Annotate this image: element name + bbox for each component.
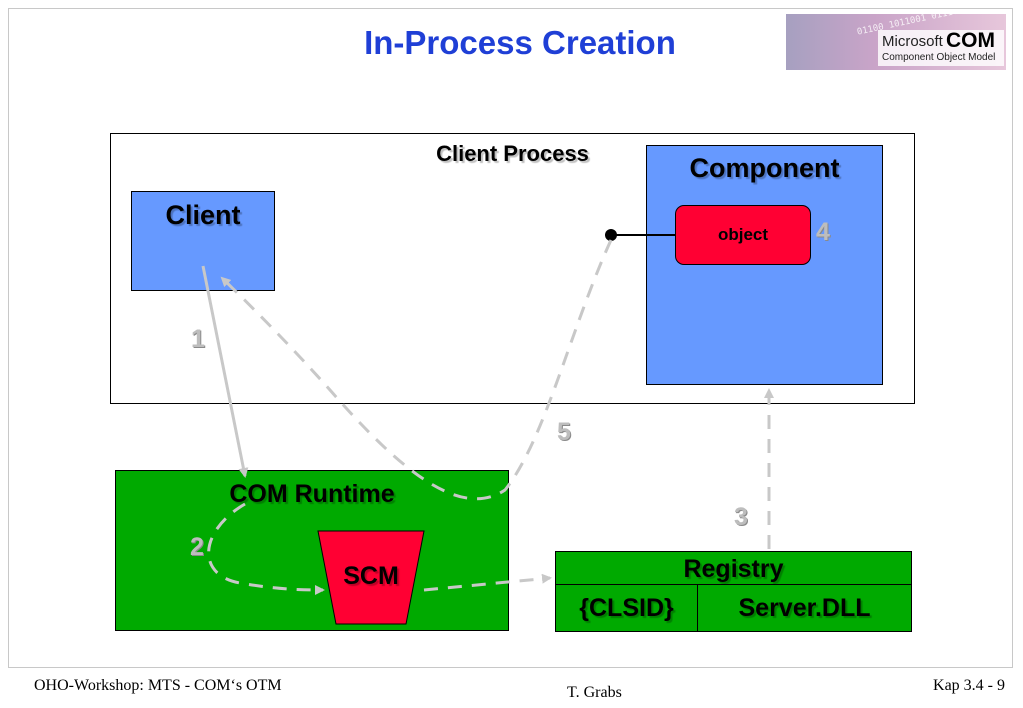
arrow-step-2 — [207, 502, 325, 595]
step-2-label: 2 — [190, 533, 204, 561]
logo-product: COM — [946, 29, 995, 52]
step-4-label: 4 — [816, 218, 830, 246]
registry-header: Registry — [555, 551, 912, 585]
step-1-label: 1 — [191, 325, 205, 353]
logo-brand: Microsoft — [882, 33, 943, 50]
object-box: object — [675, 205, 811, 265]
interface-lollipop-dot — [605, 229, 617, 241]
client-label: Client — [165, 200, 241, 230]
arrow-scm-to-registry — [423, 573, 552, 592]
slide-title: In-Process Creation — [364, 24, 676, 61]
microsoft-com-logo: 01100 1011001 0111011 Microsoft COM Comp… — [786, 14, 1006, 70]
footer-page-number: Kap 3.4 - 9 — [933, 677, 1005, 694]
footer-left: OHO-Workshop: MTS - COM‘s OTM — [34, 677, 282, 694]
component-box — [646, 145, 883, 385]
footer-author: T. Grabs — [567, 684, 622, 701]
arrow-step-1 — [201, 265, 249, 478]
com-runtime-label: COM Runtime — [229, 480, 395, 508]
object-label: object — [717, 225, 769, 244]
client-process-label: Client Process — [436, 141, 589, 166]
registry-server-dll-cell: Server.DLL — [697, 584, 912, 632]
com-runtime-box — [115, 470, 509, 631]
client-box — [131, 191, 275, 291]
scm-label: SCM — [343, 562, 399, 590]
step-5-label: 5 — [557, 418, 571, 446]
step-3-label: 3 — [734, 503, 748, 531]
registry-clsid-cell: {CLSID} — [555, 584, 698, 632]
arrow-step-5 — [220, 239, 613, 501]
component-label: Component — [689, 153, 840, 183]
logo-backdrop — [878, 30, 1004, 66]
slide-frame — [8, 8, 1013, 668]
logo-subtitle: Component Object Model — [882, 52, 996, 63]
scm-trapezoid — [317, 530, 425, 625]
